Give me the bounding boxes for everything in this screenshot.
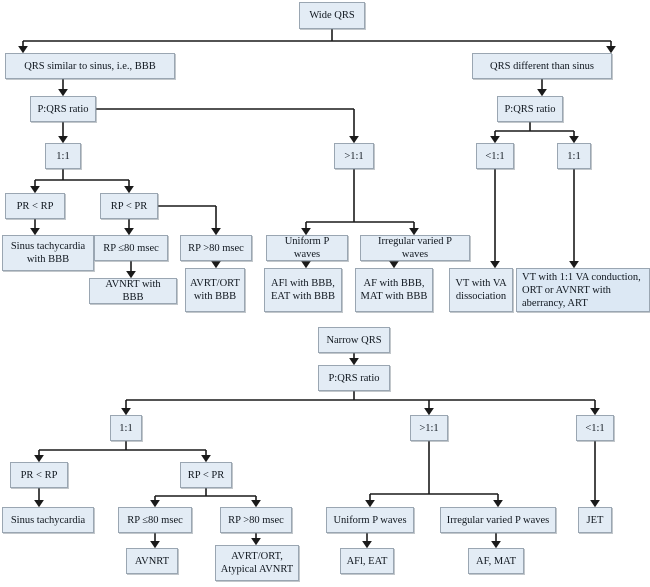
flow-node-label: PR < RP [16, 200, 54, 212]
flow-node-n38: AFl, EAT [340, 548, 394, 574]
flow-node-n12: Sinus tachycardia with BBB [2, 235, 94, 271]
flow-node-label: 1:1 [56, 150, 70, 162]
flow-node-n21: VT with VA dissociation [449, 268, 513, 312]
flow-node-label: QRS similar to sinus, i.e., BBB [24, 60, 156, 72]
flow-node-label: AVNRT [134, 555, 170, 567]
flow-node-n34: Irregular varied P waves [440, 507, 556, 533]
flow-node-n26: >1:1 [410, 415, 448, 441]
flow-node-label: JET [586, 514, 604, 526]
flow-node-n06: 1:1 [45, 143, 81, 169]
flow-node-n39: AF, MAT [468, 548, 524, 574]
flow-node-label: <1:1 [585, 422, 605, 434]
flow-node-n37: AVRT/ORT, Atypical AVNRT [215, 545, 299, 581]
flow-node-label: Narrow QRS [326, 334, 382, 346]
flow-node-label: RP ≤80 msec [103, 242, 159, 254]
flow-node-n09: 1:1 [557, 143, 591, 169]
flow-node-label: Wide QRS [309, 10, 355, 21]
flow-node-n04: P:QRS ratio [30, 96, 96, 122]
flow-node-label: Uniform P waves [284, 236, 330, 260]
flow-node-n31: RP ≤80 msec [118, 507, 192, 533]
flow-node-n28: PR < RP [10, 462, 68, 488]
flow-node-n23: Narrow QRS [318, 327, 390, 353]
flow-node-label: RP < PR [110, 200, 148, 212]
flow-node-n20: AF with BBB, MAT with BBB [355, 268, 433, 312]
flow-node-label: AVRT/ORT, Atypical AVNRT [220, 551, 294, 575]
flow-node-label: RP >80 msec [228, 514, 284, 526]
flow-node-label: Sinus tachycardia [10, 514, 86, 526]
flow-node-n29: RP < PR [180, 462, 232, 488]
flow-node-label: >1:1 [419, 422, 439, 434]
flow-node-n15: Uniform P waves [266, 235, 348, 261]
flow-node-n03: QRS different than sinus [472, 53, 612, 79]
flow-node-n22: VT with 1:1 VA conduction, ORT or AVNRT … [516, 268, 650, 312]
flow-node-label: <1:1 [485, 150, 505, 162]
flow-node-label: VT with VA dissociation [455, 278, 507, 302]
flow-node-n35: JET [578, 507, 612, 533]
flow-node-label: QRS different than sinus [490, 60, 594, 72]
flow-node-n05: P:QRS ratio [497, 96, 563, 122]
flow-node-label: AF, MAT [475, 555, 516, 567]
flow-node-n25: 1:1 [110, 415, 142, 441]
flow-node-label: VT with 1:1 VA conduction, ORT or AVNRT … [522, 271, 641, 309]
flow-node-label: AF with BBB, MAT with BBB [360, 278, 428, 302]
flow-node-n32: RP >80 msec [220, 507, 292, 533]
flow-node-label: RP >80 msec [188, 242, 244, 254]
flow-node-label: RP < PR [187, 469, 225, 481]
flow-node-n33: Uniform P waves [326, 507, 414, 533]
flow-node-label: P:QRS ratio [37, 103, 89, 115]
flow-node-n13: RP ≤80 msec [94, 235, 168, 261]
flow-node-n14: RP >80 msec [180, 235, 252, 261]
flow-node-n19: AFl with BBB, EAT with BBB [264, 268, 342, 312]
flow-node-n02: QRS similar to sinus, i.e., BBB [5, 53, 175, 79]
flow-node-n16: Irregular varied P waves [360, 235, 470, 261]
flow-node-label: 1:1 [119, 422, 133, 434]
flow-node-n24: P:QRS ratio [318, 365, 390, 391]
flow-node-n17: AVNRT with BBB [89, 278, 177, 304]
flow-node-label: P:QRS ratio [504, 103, 556, 115]
flow-node-n30: Sinus tachycardia [2, 507, 94, 533]
flow-node-label: Irregular varied P waves [377, 236, 453, 260]
flow-node-label: AFl with BBB, EAT with BBB [271, 278, 335, 302]
flow-node-label: AVNRT with BBB [105, 279, 161, 303]
flow-node-n08: <1:1 [476, 143, 514, 169]
flow-node-n27: <1:1 [576, 415, 614, 441]
flow-node-label: AFl, EAT [346, 555, 388, 567]
flow-node-n36: AVNRT [126, 548, 178, 574]
flow-node-label: >1:1 [344, 150, 364, 162]
flow-node-label: PR < RP [20, 469, 58, 481]
flow-node-label: AVRT/ORT with BBB [190, 278, 240, 302]
flow-node-n10: PR < RP [5, 193, 65, 219]
flow-node-label: Uniform P waves [333, 514, 407, 526]
flow-node-label: RP ≤80 msec [127, 514, 183, 526]
flow-node-n18: AVRT/ORT with BBB [185, 268, 245, 312]
flow-node-n01: Wide QRS [299, 2, 365, 29]
flow-node-label: 1:1 [567, 150, 581, 162]
flow-node-label: Sinus tachycardia with BBB [10, 241, 86, 265]
flow-node-n07: >1:1 [334, 143, 374, 169]
flow-node-n11: RP < PR [100, 193, 158, 219]
flow-node-label: Irregular varied P waves [446, 514, 550, 526]
flow-node-label: P:QRS ratio [328, 372, 380, 384]
